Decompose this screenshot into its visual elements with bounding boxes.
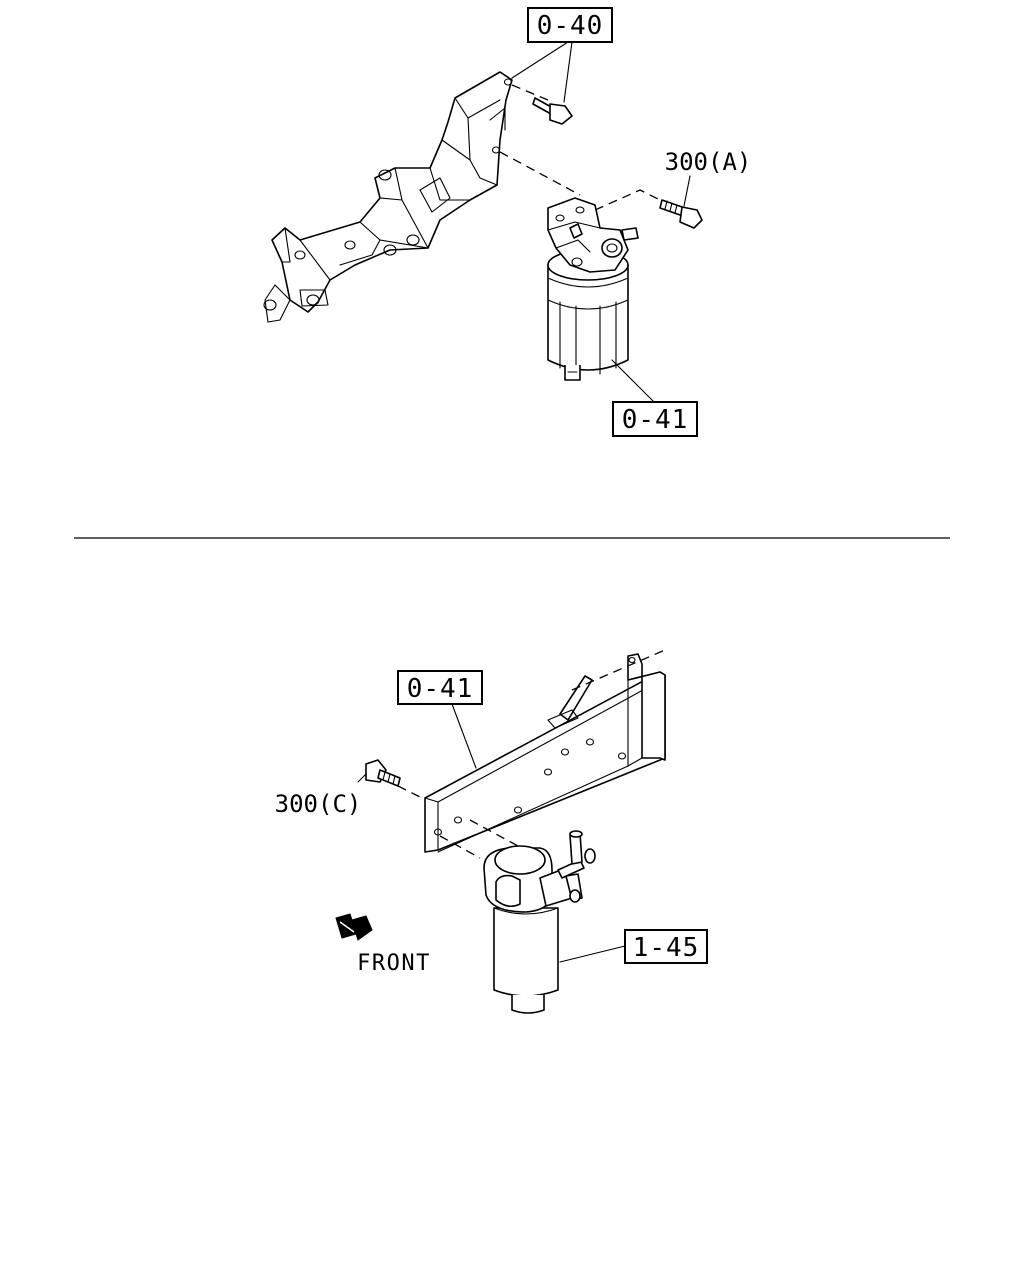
bolt-300c [365, 759, 401, 787]
top-assembly: 0-40 300(A) 0-41 [263, 7, 752, 437]
bolt-300a [659, 199, 703, 229]
leader-line [611, 359, 655, 403]
leader-line [357, 773, 367, 783]
callout-box [624, 929, 708, 964]
callout-box [527, 7, 613, 43]
leader-line [451, 703, 477, 769]
assembly-line [594, 189, 661, 211]
assembly-line [499, 151, 581, 196]
assembly-line [397, 785, 423, 799]
callout-box [612, 401, 698, 437]
front-label: FRONT [357, 951, 431, 976]
callout-box [397, 670, 483, 705]
callout-300c: 300(C) [275, 790, 362, 818]
callout-1-45: 1-45 [633, 933, 700, 963]
front-arrow-icon [335, 913, 373, 941]
callout-0-41-bottom: 0-41 [407, 674, 474, 704]
assembly-line [439, 835, 481, 859]
assembly-line [469, 819, 519, 847]
callout-0-40: 0-40 [537, 11, 604, 41]
frame-bracket [424, 653, 666, 853]
assembly-line [571, 649, 666, 691]
callout-0-41-top: 0-41 [622, 405, 689, 435]
leader-line [511, 41, 569, 79]
leader-line [559, 945, 626, 963]
fuel-filter-bottom [483, 830, 596, 1014]
leader-line [683, 175, 691, 207]
assembly-line [511, 84, 549, 101]
bolt-0-40 [532, 97, 573, 125]
mounting-bracket [263, 71, 513, 323]
callout-300a: 300(A) [665, 148, 752, 176]
leader-line [563, 41, 573, 103]
bottom-assembly: 0-41 300(C) 1-45 FRONT [275, 649, 708, 1014]
fuel-filter-top [547, 197, 639, 381]
